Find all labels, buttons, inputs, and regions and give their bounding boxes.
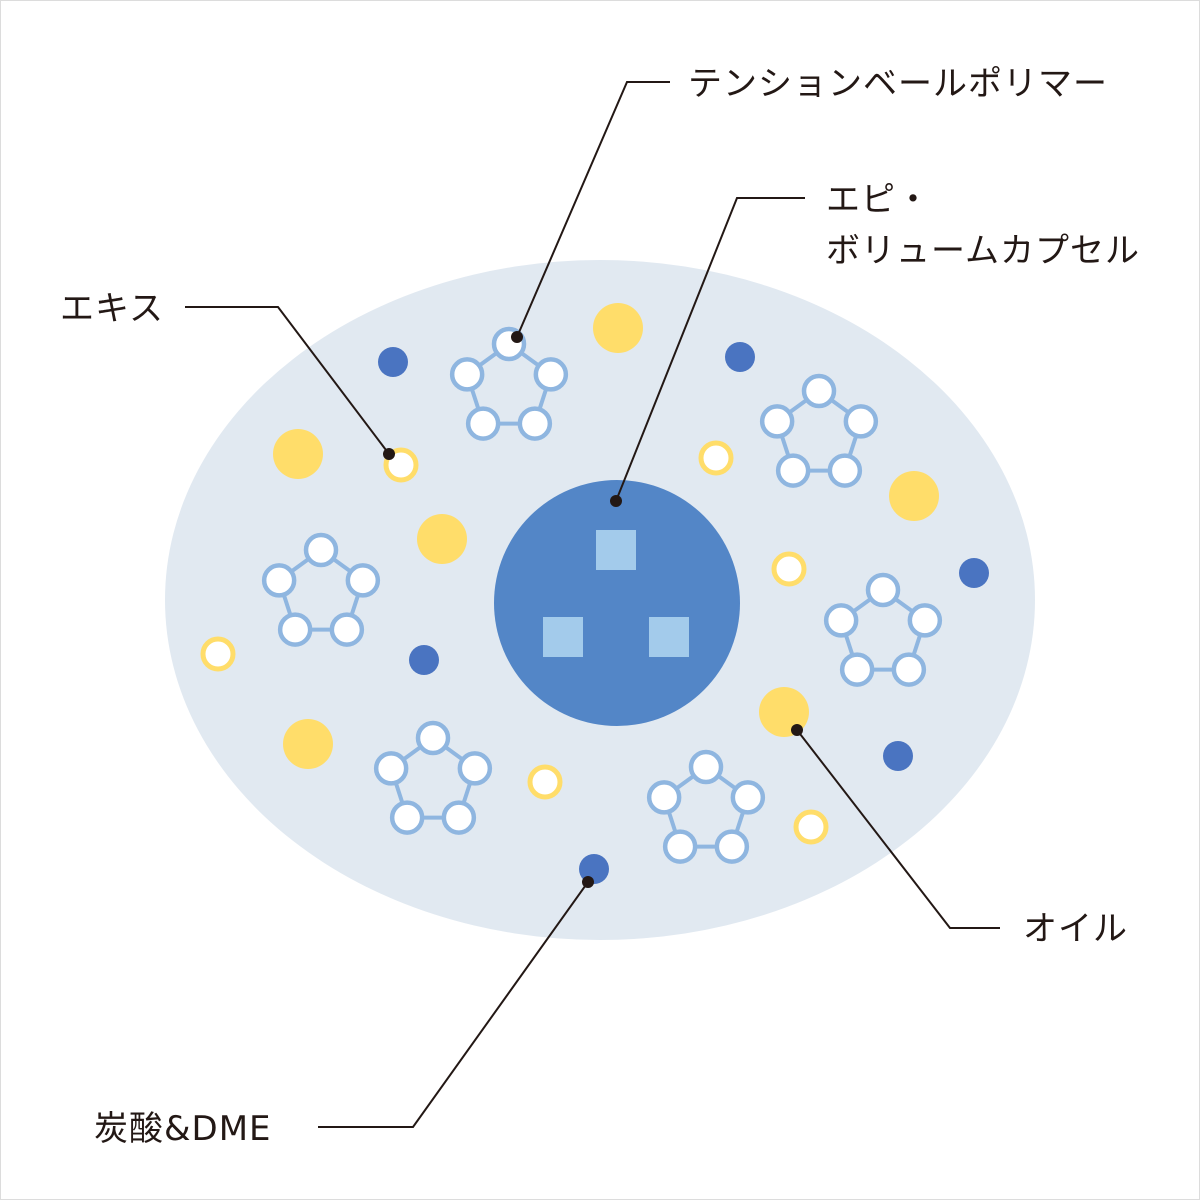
polymer-pentagon [373, 720, 493, 835]
polymer-node [839, 652, 875, 687]
label-extract: エキス [60, 289, 164, 329]
polymer-node [465, 406, 501, 441]
polymer-node [303, 532, 339, 568]
polymer-pentagon [823, 572, 943, 687]
leader-line-carbonic [318, 881, 589, 1128]
extract-ring [793, 809, 829, 845]
polymer-node [775, 453, 811, 488]
oil-drop [273, 429, 323, 479]
oil-drop [889, 471, 939, 521]
polymer-pentagon [261, 532, 381, 647]
polymer-node [843, 404, 879, 439]
carbonic-dot [409, 645, 439, 675]
polymer-node [662, 829, 698, 864]
polymer-node [823, 603, 859, 638]
label-oil: オイル [1023, 909, 1128, 949]
polymer-node [827, 453, 863, 488]
polymer-node [907, 603, 943, 638]
leader-line-polymer [516, 81, 670, 338]
polymer-pentagon [646, 749, 766, 864]
capsule-square [649, 617, 689, 657]
polymer-node [730, 780, 766, 815]
leader-lines [185, 81, 1000, 1128]
label-carbonic: 炭酸&DME [94, 1109, 272, 1149]
polymer-node [891, 652, 927, 687]
carbonic-dot [725, 342, 755, 372]
endpoint-dot [383, 448, 395, 460]
polymer-node [688, 749, 724, 785]
extract-ring [200, 636, 236, 672]
carbonic-dot [883, 741, 913, 771]
leader-line-oil [796, 729, 1000, 929]
leader-endpoints [383, 331, 803, 888]
epi-volume-capsule [494, 480, 740, 726]
extract-rings [200, 440, 829, 845]
polymer-node [865, 572, 901, 608]
polymer-node [345, 563, 381, 598]
polymer-node [389, 800, 425, 835]
polymer-node [759, 404, 795, 439]
polymer-node [415, 720, 451, 756]
endpoint-dot [610, 495, 622, 507]
label-epi-line1: エピ・ [826, 180, 931, 220]
endpoint-dot [582, 876, 594, 888]
oil-drop [283, 719, 333, 769]
polymer-node [517, 406, 553, 441]
label-epi-line2: ボリュームカプセル [826, 231, 1140, 271]
polymer-node [277, 612, 313, 647]
polymer-node [646, 780, 682, 815]
oil-drop [417, 514, 467, 564]
polymer-node [329, 612, 365, 647]
leader-line-extract [185, 306, 390, 455]
label-tension-veil-polymer: テンションベールポリマー [688, 64, 1108, 104]
polymer-node [714, 829, 750, 864]
capsule-square [543, 617, 583, 657]
carbonic-dot [378, 347, 408, 377]
polymer-pentagon [759, 373, 879, 488]
oil-drop [593, 303, 643, 353]
polymer-node [457, 751, 493, 786]
polymer-node [261, 563, 297, 598]
polymer-node [533, 357, 569, 392]
carbonic-dot [959, 558, 989, 588]
capsule-square [596, 530, 636, 570]
polymer-node [373, 751, 409, 786]
polymer-node [441, 800, 477, 835]
endpoint-dot [791, 724, 803, 736]
tension-veil-polymers [261, 326, 943, 864]
extract-ring [527, 764, 563, 800]
oil-drops [273, 303, 939, 769]
leader-line-capsule [615, 197, 805, 502]
extract-ring [698, 440, 734, 476]
extract-ring [771, 551, 807, 587]
endpoint-dot [511, 331, 523, 343]
polymer-node [801, 373, 837, 409]
polymer-node [449, 357, 485, 392]
